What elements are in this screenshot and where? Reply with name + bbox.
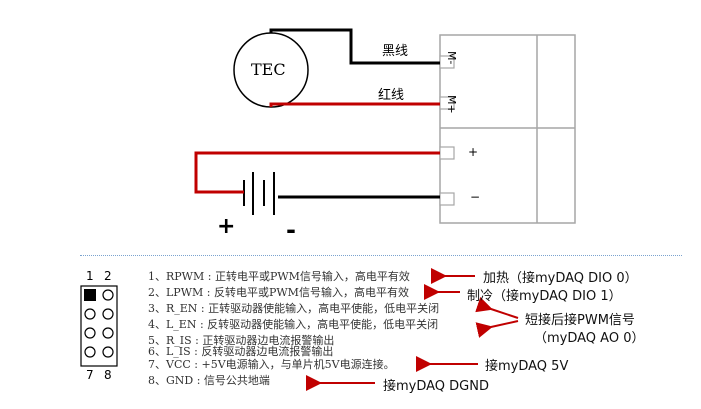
pin-desc-5: 5、R_IS : 正转驱动器边电流报警输出: [148, 334, 335, 347]
pin-desc-3: 3、R_EN : 正转驱动器使能输入，高电平使能，低电平关闭: [148, 302, 440, 315]
pin-3-circle: [84, 308, 96, 320]
arrow-pwm-2: [475, 320, 519, 338]
black-wire-label: 黑线: [382, 44, 409, 59]
arrow-pwm-1: [475, 296, 519, 319]
header-number-7: 7: [86, 368, 94, 382]
red-wire: [269, 102, 440, 107]
battery-plus-sign: +: [217, 214, 236, 239]
pin-1-square: [84, 289, 96, 301]
terminal-label-m-minus: M-: [445, 51, 458, 65]
header-number-1: 1: [86, 269, 94, 283]
battery-red-wire: [194, 151, 440, 194]
pin-desc-7: 7、VCC : +5V电源输入，与单片机5V电源连接。: [148, 358, 395, 371]
pin-7-circle: [84, 346, 96, 358]
terminal-tab-plus: [439, 146, 455, 160]
pin-desc-4: 4、L_EN : 反转驱动器使能输入，高电平使能，低电平关闭: [148, 318, 439, 331]
pin-6-circle: [102, 327, 114, 339]
header-number-2: 2: [104, 269, 112, 283]
pin-desc-2: 2、LPWM : 反转电平或PWM信号输入，高电平有效: [148, 286, 409, 299]
pin-header: [80, 285, 118, 367]
section-divider: [80, 255, 682, 256]
pin-5-circle: [84, 327, 96, 339]
header-number-8: 8: [104, 368, 112, 382]
black-wire: [269, 28, 440, 65]
terminal-label-minus: −: [470, 190, 481, 204]
battery-minus-sign: -: [286, 216, 296, 244]
annotation-heat: 加热（接myDAQ DIO 0）: [483, 271, 638, 286]
terminal-label-m-plus: M+: [445, 95, 458, 114]
pin-desc-8: 8、GND : 信号公共地端: [148, 374, 270, 387]
pin-desc-1: 1、RPWM : 正转电平或PWM信号输入，高电平有效: [148, 270, 410, 283]
tec-label: TEC: [251, 60, 286, 79]
battery: [240, 172, 275, 215]
terminal-label-plus: +: [468, 145, 479, 159]
annotation-gnd: 接myDAQ DGND: [383, 379, 489, 394]
annotation-vcc: 接myDAQ 5V: [485, 359, 569, 374]
pin-2-circle: [102, 289, 114, 301]
terminal-tab-minus: [439, 192, 455, 206]
annotation-cool: 制冷（接myDAQ DIO 1）: [467, 289, 622, 304]
terminal-block: [439, 34, 576, 224]
red-wire-label: 红线: [378, 88, 405, 103]
pin-8-circle: [102, 346, 114, 358]
pin-desc-6: 6、L_IS : 反转驱动器边电流报警输出: [148, 345, 334, 358]
pin-4-circle: [102, 308, 114, 320]
annotation-pwm-ao: （myDAQ AO 0）: [534, 331, 645, 346]
annotation-pwm: 短接后接PWM信号: [525, 313, 635, 328]
